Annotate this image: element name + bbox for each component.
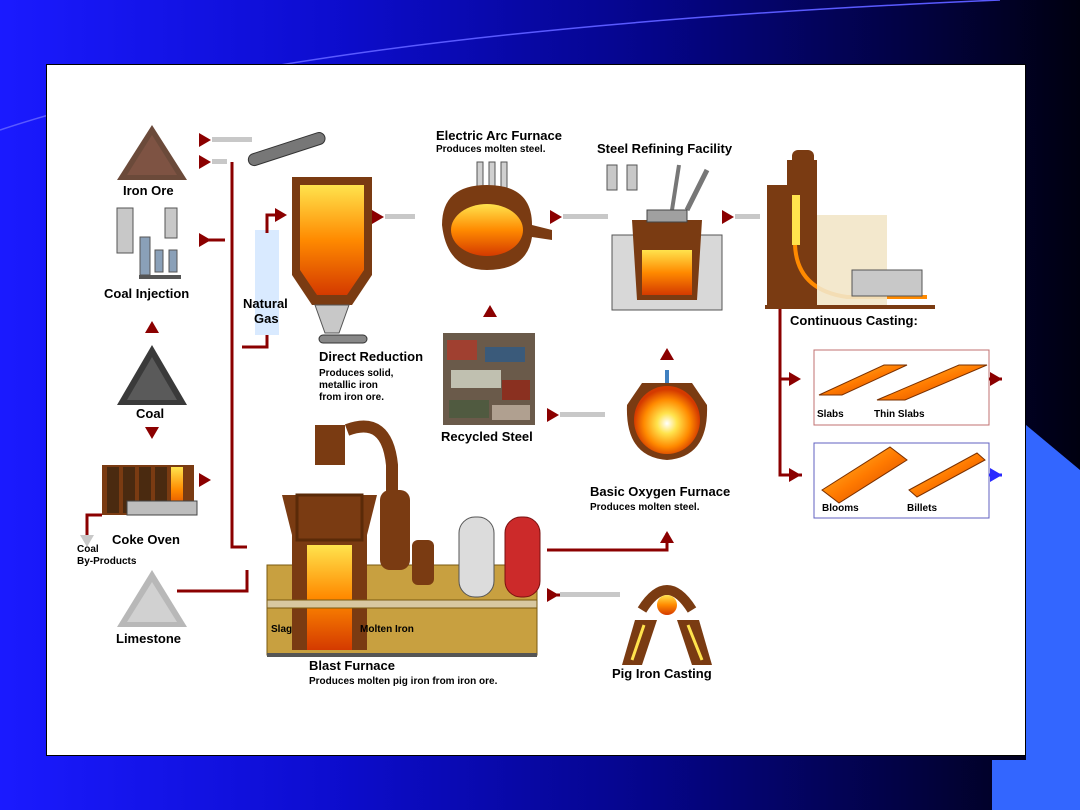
conveyor-belt-icon — [247, 132, 326, 167]
billets-label: Billets — [907, 503, 938, 514]
blast-furnace-desc-label: Produces molten pig iron from iron ore. — [309, 676, 498, 687]
arrow-marker — [722, 210, 734, 224]
slab-bar — [818, 364, 908, 396]
coal-byproducts-label-line1: Coal — [77, 544, 99, 555]
arrow-marker — [547, 408, 559, 422]
caster-distribution-line — [778, 309, 802, 477]
natural-gas-icon — [255, 230, 279, 335]
arrow-marker — [145, 321, 159, 333]
pig-iron-casting-icon — [622, 585, 712, 665]
blast-furnace-label: Blast Furnace — [309, 658, 395, 673]
coke-oven-label: Coke Oven — [112, 532, 180, 547]
steelmaking-flow-diagram — [80, 125, 1002, 665]
process-diagram-panel: Iron Ore Coal Injection Coal Coke Oven C… — [46, 64, 1026, 756]
recycled-steel-photo — [443, 333, 535, 425]
coal-byproducts-label-line2: By-Products — [77, 556, 137, 567]
arrow-marker — [199, 473, 211, 487]
thin-slab-bar — [876, 364, 988, 401]
arrow-stub — [385, 214, 415, 219]
arrow-marker — [145, 427, 159, 439]
bloom-bar — [821, 446, 908, 504]
arrow-marker — [372, 210, 384, 224]
blast-to-bof-line — [547, 533, 669, 552]
limestone-line — [177, 570, 249, 593]
limestone-label: Limestone — [116, 631, 182, 646]
arrow-stub — [212, 159, 227, 164]
pig-iron-casting-label: Pig Iron Casting — [612, 666, 712, 681]
eaf-desc-label: Produces molten steel. — [436, 144, 546, 155]
basic-oxygen-furnace-icon — [626, 370, 708, 460]
coke-oven-icon — [102, 465, 198, 516]
arrow-marker — [990, 372, 1002, 386]
arrow-marker — [660, 348, 674, 360]
limestone-pile-texture — [127, 582, 177, 622]
steel-refining-ladle-icon — [606, 164, 723, 311]
blast-furnace-icon — [266, 420, 541, 657]
coke-byproducts-line — [85, 513, 102, 535]
arrow-stub — [735, 214, 760, 219]
recycled-steel-label: Recycled Steel — [441, 429, 533, 444]
arrow-marker — [547, 588, 559, 602]
continuous-casting-label: Continuous Casting: — [790, 313, 918, 328]
arrow-marker — [789, 468, 801, 482]
molten-iron-label: Molten Iron — [360, 624, 414, 635]
slag-label: Slag — [271, 624, 293, 635]
bof-desc-label: Produces molten steel. — [590, 502, 700, 513]
arrow-marker — [80, 535, 94, 547]
direct-reduction-label: Direct Reduction — [319, 349, 424, 364]
coal-label: Coal — [136, 406, 165, 421]
direct-reduction-desc-line3: from iron ore. — [319, 392, 385, 403]
arrow-marker — [199, 233, 211, 247]
arrow-marker — [199, 155, 211, 169]
direct-reduction-desc-line1: Produces solid, — [319, 368, 394, 379]
iron-ore-pile-texture — [127, 135, 177, 175]
coal-pile-texture — [127, 357, 177, 400]
direct-reduction-desc-line2: metallic iron — [319, 380, 378, 391]
iron-ore-label: Iron Ore — [123, 183, 174, 198]
natural-gas-label-line1: Natural — [243, 296, 288, 311]
coal-injection-label: Coal Injection — [104, 286, 190, 301]
eaf-title-label: Electric Arc Furnace — [436, 128, 562, 143]
arrow-stub — [560, 412, 605, 417]
slabs-label: Slabs — [817, 409, 844, 420]
electric-arc-furnace-icon — [442, 161, 552, 270]
natural-gas-label-line2: Gas — [254, 311, 279, 326]
coal-injection-plant-icon — [116, 207, 181, 279]
continuous-caster-icon — [765, 150, 935, 309]
thin-slabs-label: Thin Slabs — [874, 409, 925, 420]
arrow-marker — [660, 531, 674, 543]
arrow-marker — [789, 372, 801, 386]
billet-bar — [908, 452, 986, 498]
arrow-stub — [212, 137, 252, 142]
arrow-stub — [560, 592, 620, 597]
direct-reduction-shaft-icon — [292, 177, 372, 344]
main-feed-line — [230, 162, 247, 549]
dr-return-line — [242, 335, 269, 349]
accent-block — [992, 425, 1080, 810]
bof-title-label: Basic Oxygen Furnace — [590, 484, 731, 499]
blooms-label: Blooms — [822, 503, 859, 514]
arrow-marker — [483, 305, 497, 317]
arrow-stub — [563, 214, 608, 219]
arrow-marker — [199, 133, 211, 147]
flow-arrows — [80, 133, 1002, 602]
arrow-marker — [550, 210, 562, 224]
arrow-marker — [275, 208, 287, 222]
arrow-marker — [990, 468, 1002, 482]
refining-label: Steel Refining Facility — [597, 141, 733, 156]
